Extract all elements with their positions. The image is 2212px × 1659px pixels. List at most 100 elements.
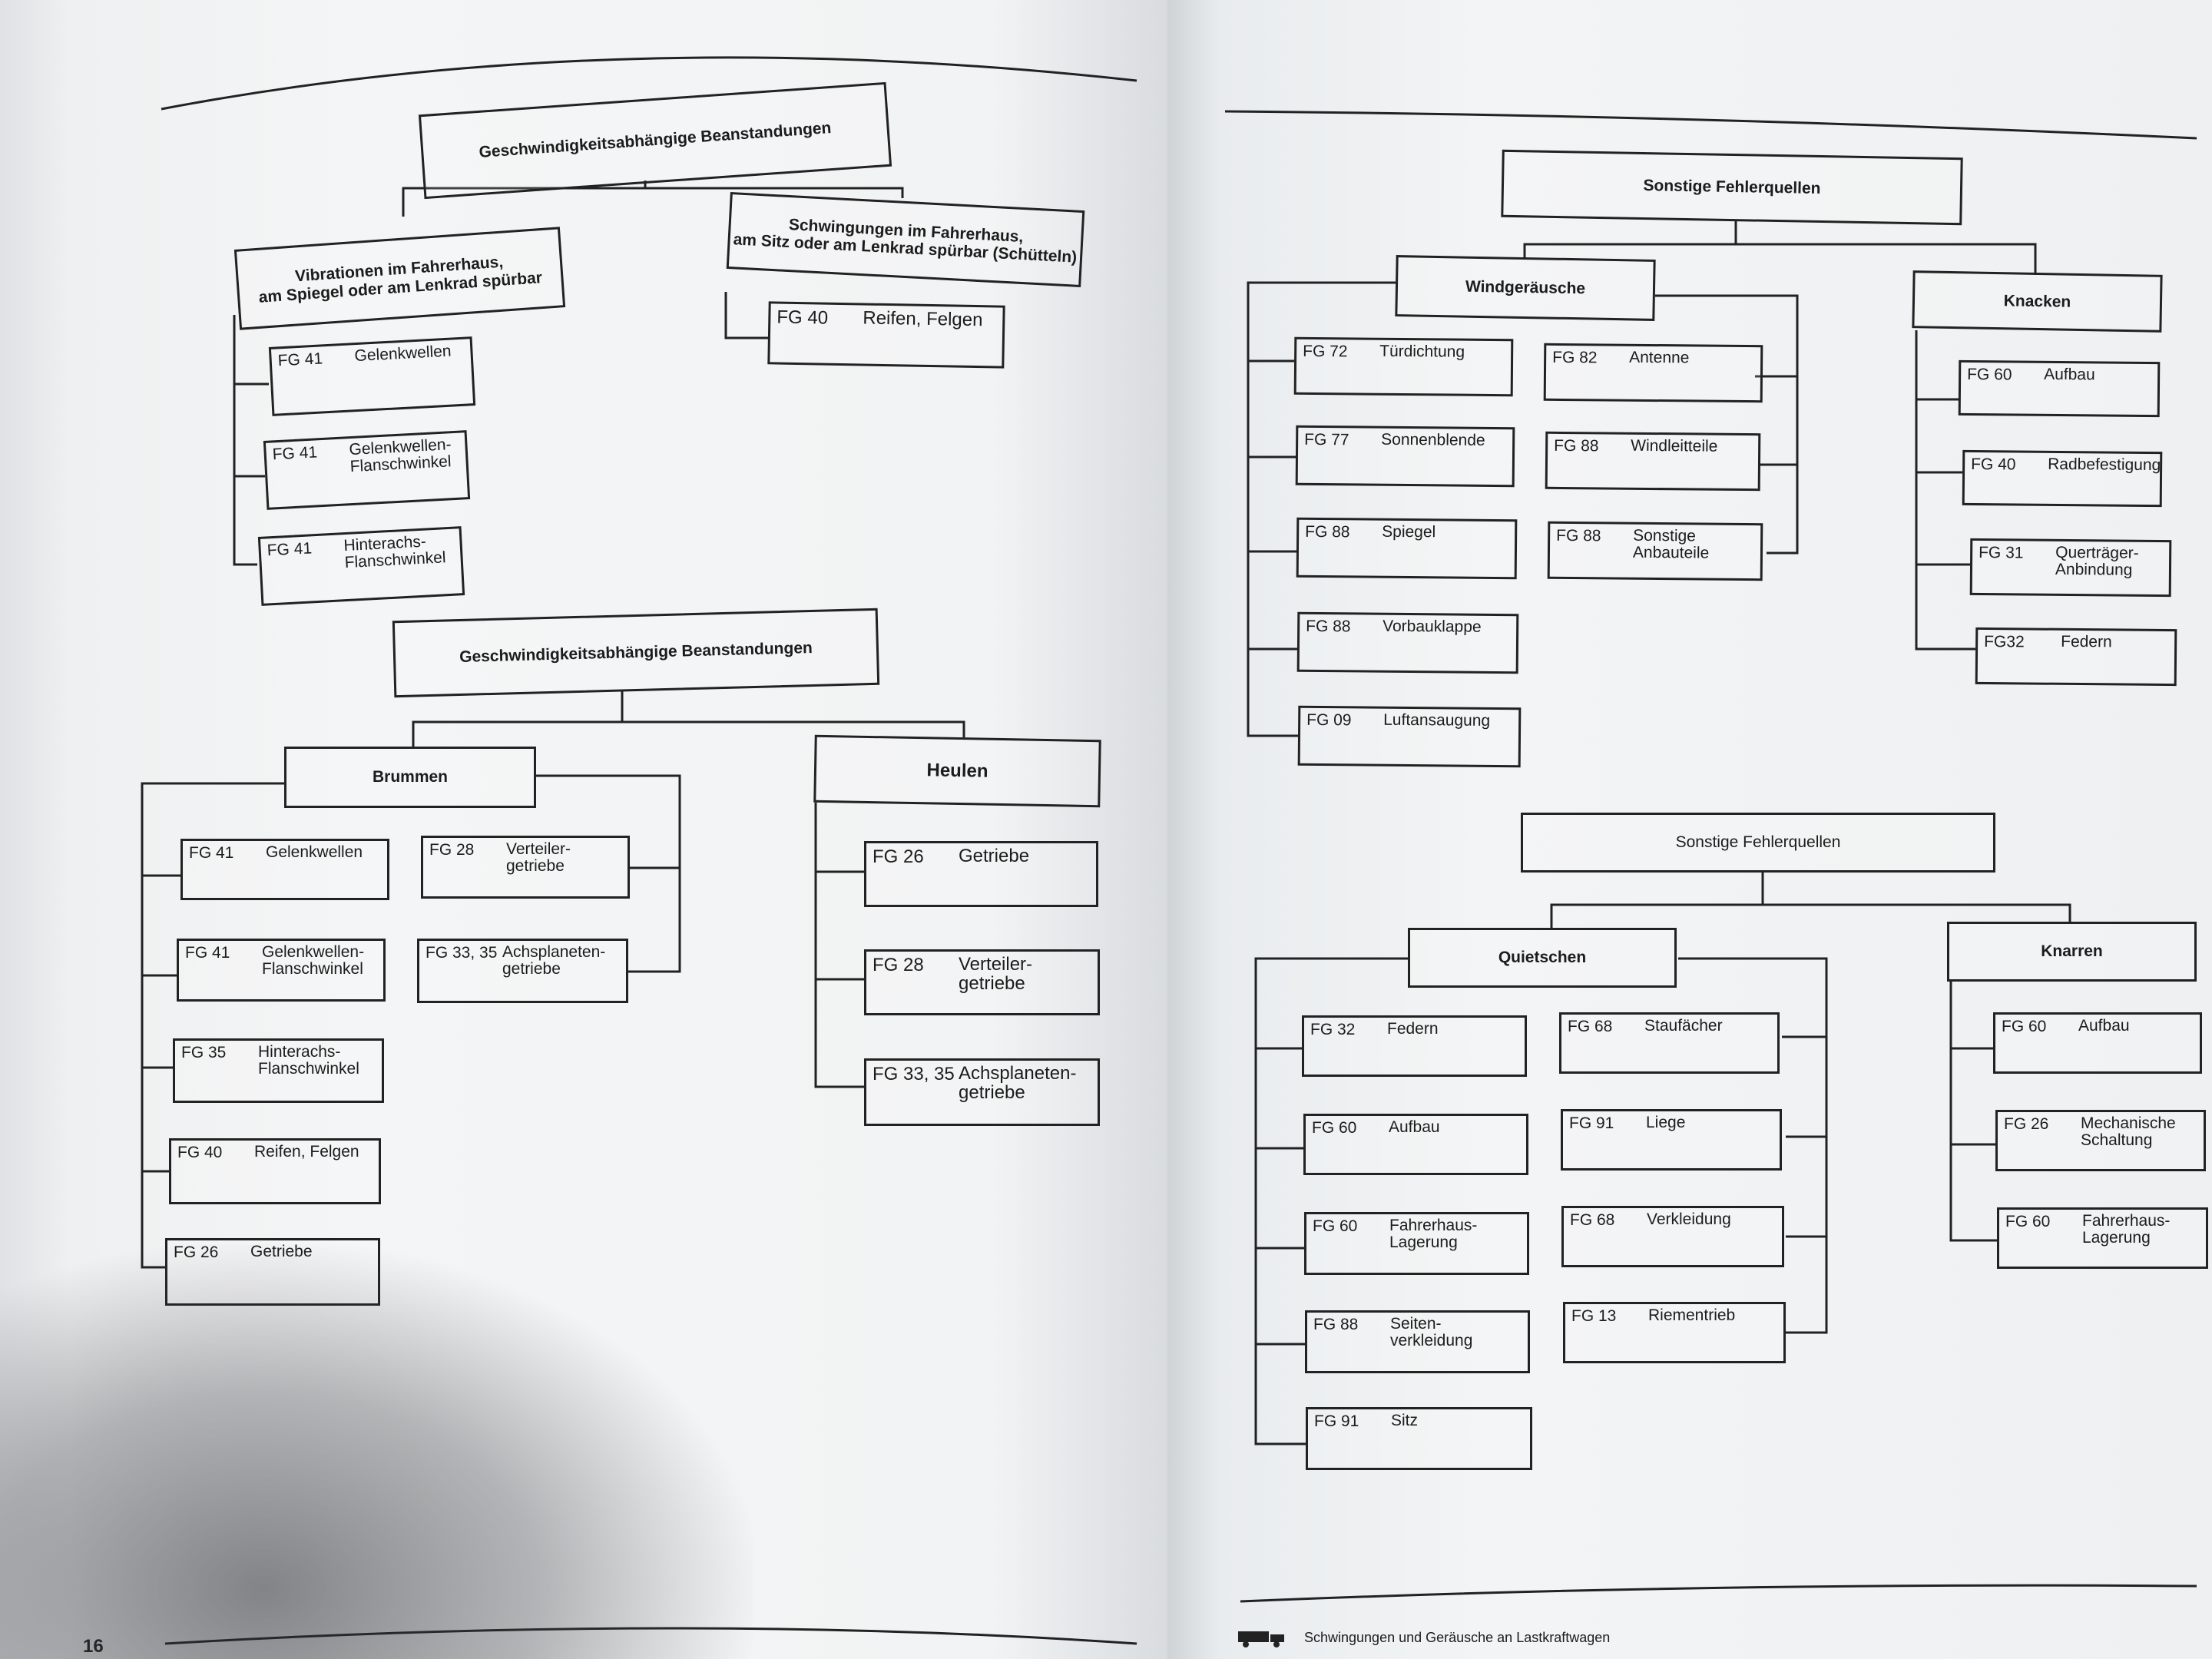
leaf-code: FG 60 (1312, 1119, 1357, 1137)
leaf-code: FG 33, 35 (873, 1064, 955, 1084)
leaf-label: Sonnenblende (1381, 430, 1485, 449)
leaf-label: Radbefestigung (2048, 455, 2161, 475)
windgeraeusche-label: Windgeräusche (1465, 278, 1586, 298)
page-number: 16 (83, 1636, 104, 1657)
tree3-root-label: Sonstige Fehlerquellen (1643, 177, 1821, 198)
leaf-label: Reifen, Felgen (254, 1143, 359, 1161)
leaf-label: Querträger- Anbindung (2055, 543, 2139, 579)
leaf-code: FG 68 (1570, 1211, 1615, 1229)
truck-icon (1238, 1631, 1284, 1647)
leaf-label: Getriebe (959, 846, 1030, 866)
vibrationen-label: Vibrationen im Fahrerhaus, am Spiegel od… (257, 253, 543, 306)
leaf-code: FG 26 (873, 846, 924, 867)
leaf-code: FG 60 (1313, 1217, 1358, 1235)
leaf-label: Gelenkwellen (266, 843, 363, 861)
leaf-label: Verkleidung (1647, 1210, 1731, 1228)
brummen-leaf-1: FG 41 Gelenkwellen (180, 839, 389, 900)
leaf-code: FG 88 (1306, 617, 1351, 636)
wind-leaf-2: FG 77 Sonnenblende (1295, 425, 1515, 488)
leaf-label: Sitz (1391, 1412, 1419, 1429)
leaf-label: Aufbau (2078, 1017, 2130, 1035)
quietschen-leaf-7: FG 91 Liege (1561, 1109, 1782, 1171)
leaf-label: Verteiler- getriebe (959, 954, 1033, 995)
leaf-code: FG 31 (1979, 543, 2024, 562)
heulen-label: Heulen (926, 760, 988, 782)
leaf-label: Antenne (1629, 348, 1690, 367)
leaf-code: FG 68 (1568, 1018, 1613, 1035)
leaf-code: FG 33, 35 (426, 944, 498, 962)
leaf-label: Liege (1646, 1114, 1686, 1131)
leaf-label: Achsplaneten- getriebe (959, 1063, 1077, 1104)
leaf-code: FG 41 (185, 944, 230, 962)
leaf-code: FG 82 (1552, 348, 1598, 367)
leaf-code: FG 77 (1304, 430, 1349, 449)
leaf-code: FG 40 (777, 306, 829, 329)
leaf-label: Gelenkwellen- Flanschwinkel (262, 943, 365, 979)
leaf-code: FG 91 (1314, 1412, 1359, 1430)
right-connector-lines (1224, 110, 2197, 1603)
leaf-code: FG 41 (189, 844, 234, 862)
leaf-label: Verteiler- getriebe (506, 840, 571, 876)
leaf-code: FG 26 (174, 1243, 219, 1261)
leaf-label: Federn (2061, 632, 2112, 651)
knacken-header: Knacken (1912, 270, 2163, 333)
knacken-label: Knacken (2003, 292, 2071, 311)
knacken-leaf-2: FG 40 Radbefestigung (1962, 449, 2163, 508)
tree2-root: Geschwindigkeitsabhängige Beanstandungen (392, 608, 880, 698)
leaf-label: Fahrerhaus- Lagerung (2082, 1212, 2171, 1247)
leaf-label: Vorbauklappe (1382, 617, 1482, 636)
quietschen-leaf-5: FG 91 Sitz (1306, 1407, 1532, 1470)
leaf-label: Federn (1387, 1020, 1439, 1038)
wind-leaf-7: FG 88 Windleitteile (1545, 431, 1761, 492)
right-page: Sonstige Fehlerquellen Windgeräusche Kna… (1167, 0, 2212, 1659)
knacken-leaf-3: FG 31 Querträger- Anbindung (1969, 538, 2172, 598)
leaf-label: Gelenkwellen- Flanschwinkel (348, 435, 452, 476)
brummen-label: Brummen (372, 768, 449, 786)
leaf-code: FG 88 (1556, 526, 1601, 545)
wind-leaf-6: FG 82 Antenne (1543, 343, 1763, 403)
leaf-label: Aufbau (1389, 1118, 1440, 1136)
heulen-header: Heulen (813, 734, 1101, 808)
wind-leaf-4: FG 88 Vorbauklappe (1296, 611, 1519, 674)
leaf-label: Hinterachs- Flanschwinkel (258, 1043, 359, 1078)
leaf-code: FG 41 (267, 539, 313, 560)
leaf-code: FG 41 (272, 443, 318, 464)
knarren-header: Knarren (1947, 922, 2197, 982)
brummen-header: Brummen (284, 747, 536, 808)
leaf-code: FG 91 (1569, 1114, 1614, 1132)
leaf-label: Windleitteile (1631, 436, 1718, 455)
leaf-code: FG 60 (2005, 1213, 2051, 1230)
leaf-code: FG 13 (1571, 1307, 1617, 1325)
quietschen-leaf-2: FG 60 Aufbau (1303, 1114, 1528, 1175)
quietschen-leaf-8: FG 68 Verkleidung (1561, 1206, 1784, 1267)
leaf-code: FG 40 (1971, 455, 2016, 474)
leaf-label: Fahrerhaus- Lagerung (1389, 1217, 1478, 1252)
leaf-code: FG 88 (1305, 522, 1350, 541)
leaf-label: Spiegel (1382, 522, 1436, 541)
leaf-code: FG 41 (277, 349, 323, 370)
leaf-label: Luftansaugung (1383, 710, 1491, 730)
heulen-leaf-1: FG 26 Getriebe (864, 841, 1098, 907)
leaf-label: Mechanische Schaltung (2081, 1114, 2176, 1150)
tree3-root: Sonstige Fehlerquellen (1501, 149, 1963, 226)
leaf-code: FG 09 (1306, 710, 1352, 730)
leaf-code: FG 28 (429, 841, 475, 859)
left-page: Geschwindigkeitsabhängige Beanstandungen… (0, 0, 1167, 1659)
leaf-code: FG 88 (1554, 436, 1599, 455)
